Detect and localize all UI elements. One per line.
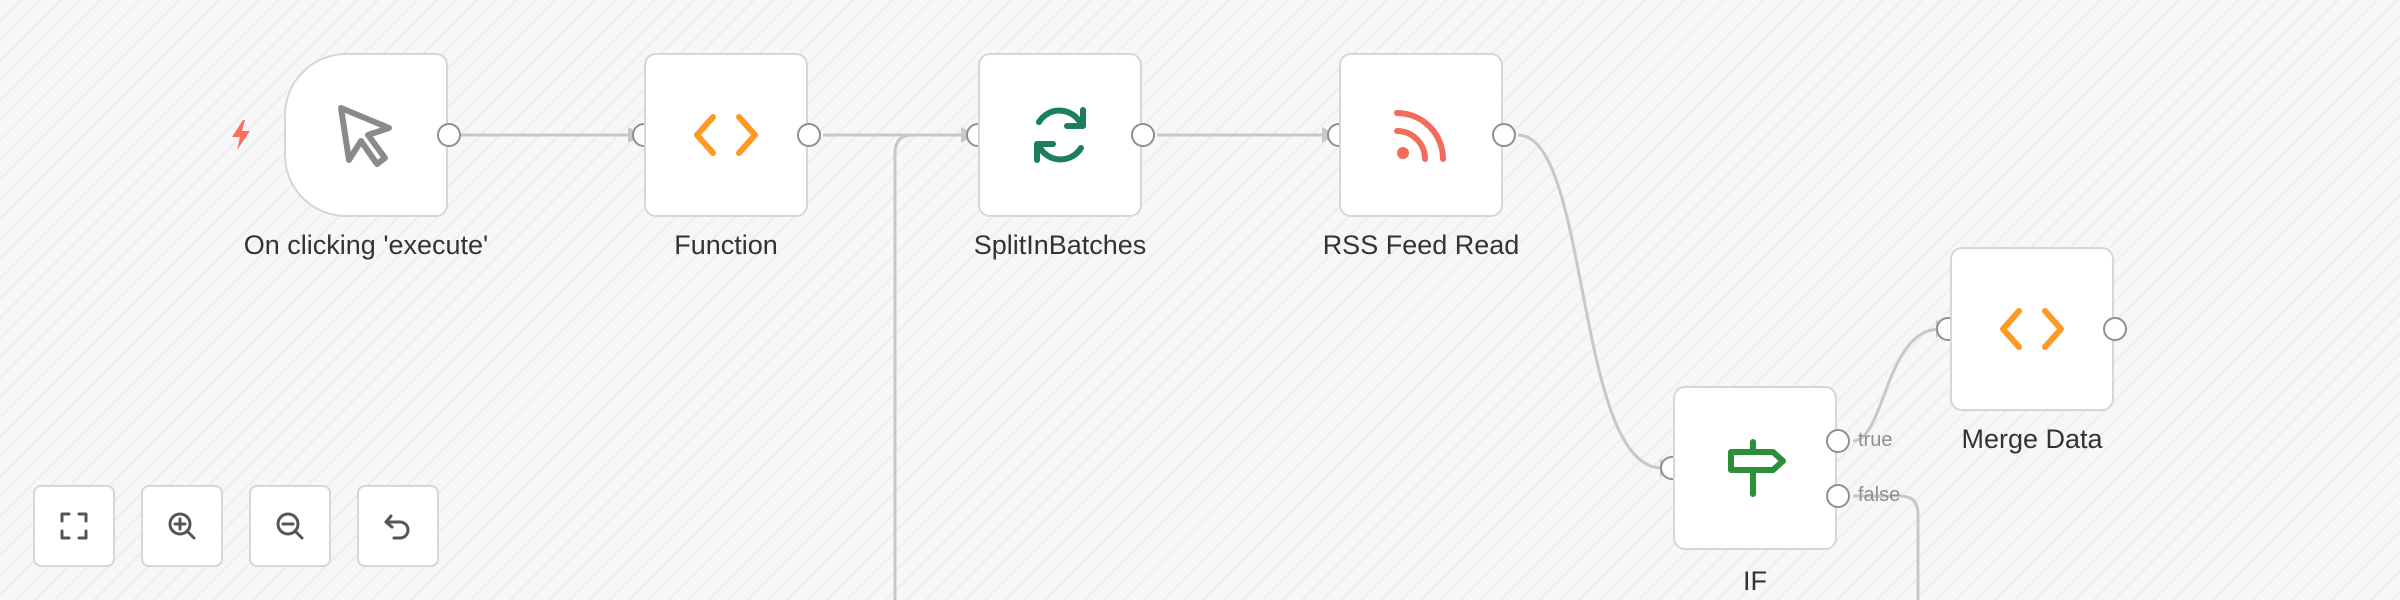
- node-label: On clicking 'execute': [243, 230, 489, 260]
- fullscreen-icon: [60, 512, 88, 540]
- zoom-in-button[interactable]: [141, 485, 223, 567]
- node-label: IF: [1743, 566, 1767, 596]
- node-function[interactable]: [644, 53, 808, 217]
- output-port-true[interactable]: [1826, 429, 1850, 453]
- output-label-true: true: [1858, 429, 1893, 451]
- connection-if-merge: [1852, 327, 1941, 443]
- node-label: RSS Feed Read: [1322, 230, 1520, 260]
- node-merge-data[interactable]: [1950, 247, 2114, 411]
- output-port-false[interactable]: [1826, 484, 1850, 508]
- node-label: Function: [674, 230, 778, 260]
- node-if[interactable]: [1673, 386, 1837, 550]
- undo-icon: [384, 514, 410, 540]
- output-port[interactable]: [1131, 123, 1155, 147]
- node-label: SplitInBatches: [973, 230, 1147, 260]
- trigger-bolt-icon: [232, 120, 250, 150]
- output-port[interactable]: [437, 123, 461, 147]
- sync-icon: [1034, 107, 1086, 163]
- code-icon: [2000, 308, 2064, 350]
- connection-if-false: [1853, 494, 1920, 600]
- zoom-in-icon: [168, 512, 196, 540]
- node-rss-feed-read[interactable]: [1339, 53, 1503, 217]
- output-port[interactable]: [797, 123, 821, 147]
- code-icon: [694, 114, 758, 156]
- reset-zoom-button[interactable]: [357, 485, 439, 567]
- zoom-out-icon: [276, 512, 304, 540]
- connection-loop-back: [893, 133, 914, 600]
- zoom-out-button[interactable]: [249, 485, 331, 567]
- node-label: Merge Data: [1961, 424, 2103, 454]
- node-split-in-batches[interactable]: [978, 53, 1142, 217]
- cursor-click-icon: [338, 105, 392, 167]
- rss-icon: [1394, 110, 1446, 162]
- signpost-icon: [1728, 439, 1786, 497]
- output-port[interactable]: [2103, 317, 2127, 341]
- fit-view-button[interactable]: [33, 485, 115, 567]
- output-label-false: false: [1858, 484, 1901, 506]
- output-port[interactable]: [1492, 123, 1516, 147]
- connection-rss-if: [1517, 133, 1663, 470]
- node-manual-trigger[interactable]: [284, 53, 448, 217]
